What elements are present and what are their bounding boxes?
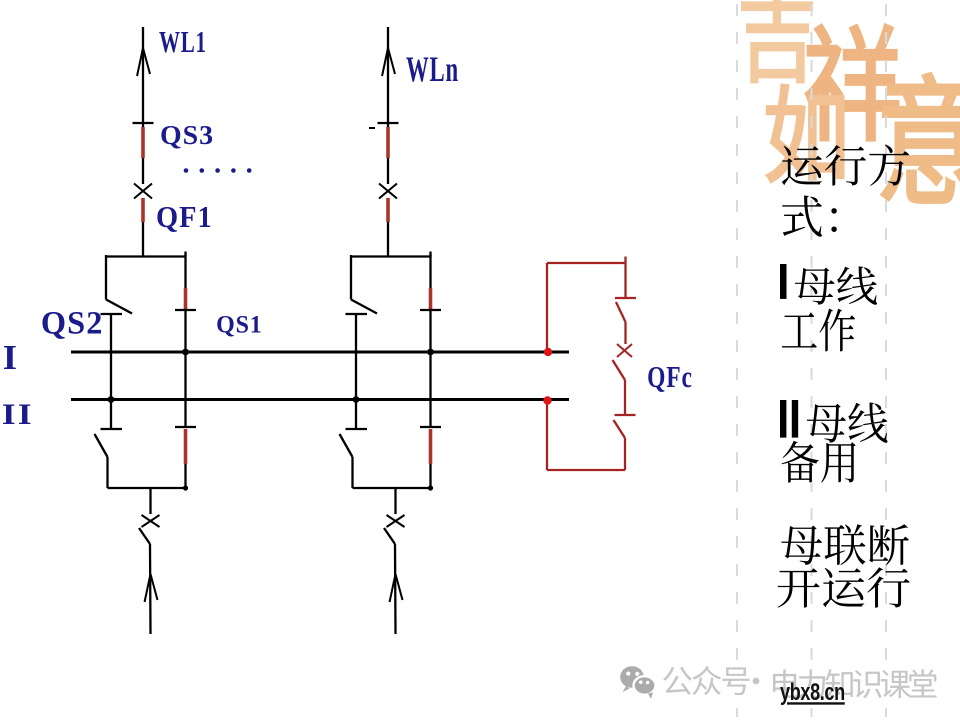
svg-text:QF1: QF1 <box>156 201 213 234</box>
svg-text:I: I <box>3 338 17 377</box>
svg-text:II: II <box>2 398 34 431</box>
svg-text:QFc: QFc <box>647 360 693 393</box>
svg-text:QS2: QS2 <box>41 305 104 341</box>
svg-text:WLn: WLn <box>406 50 459 89</box>
svg-text:QS1: QS1 <box>216 311 262 339</box>
svg-text:WL1: WL1 <box>159 25 207 59</box>
svg-text:QS3: QS3 <box>160 120 214 151</box>
svg-text:ybx8.cn: ybx8.cn <box>780 679 845 706</box>
